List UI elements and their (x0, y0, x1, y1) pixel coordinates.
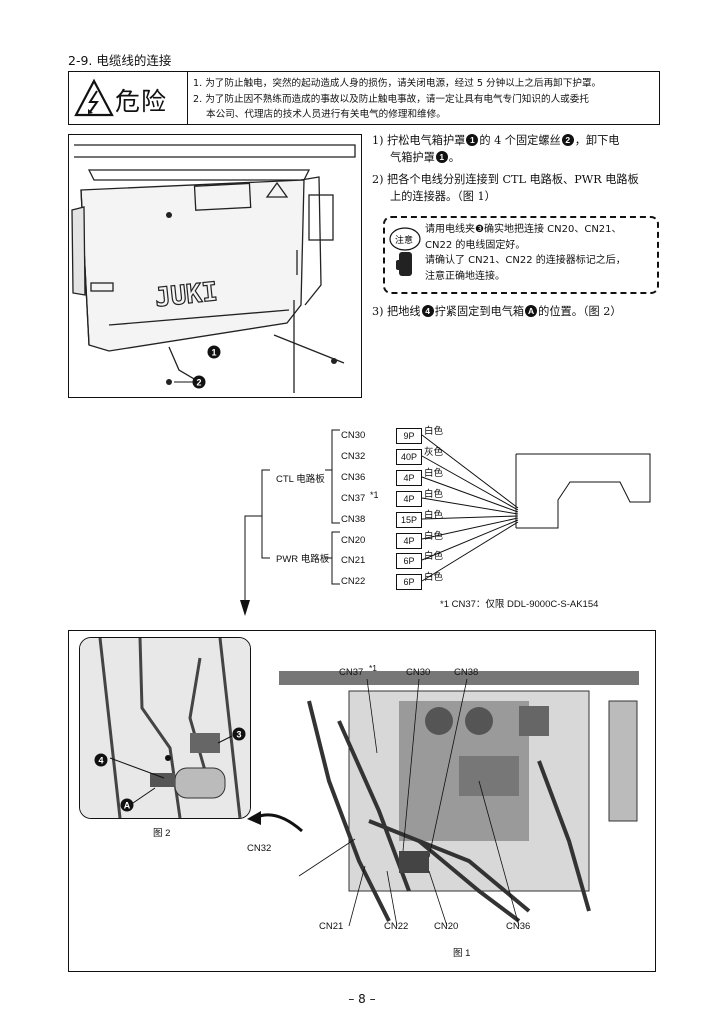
step-2: 2) 把各个电线分别连接到 CTL 电路板、PWR 电路板 上的连接器。（图 1… (372, 172, 672, 205)
connector-name: CN32 (341, 451, 366, 462)
photo-figure: 4 3 A 图 2 (68, 630, 656, 972)
caution-line: CN22 的电线固定好。 (425, 239, 526, 251)
step-text: 拧紧固定到电气箱 (434, 305, 525, 318)
connector-pins: 6P (396, 574, 422, 590)
figure-2-inset: 4 3 A (79, 637, 251, 819)
electrical-box-drawing: JUKI 1 2 (71, 144, 356, 393)
step-text: 3) 把地线 (372, 305, 421, 318)
label-cn37-star: *1 (369, 663, 378, 673)
wire-color: 白色 (424, 468, 444, 479)
pwr-board-label: PWR 电路板 (276, 554, 330, 565)
ctl-board-label: CTL 电路板 (276, 474, 325, 485)
marker-1: 1 (211, 348, 216, 358)
step-text: 。 (448, 150, 460, 164)
wire-color: 白色 (424, 572, 444, 583)
caution-hand-icon: 注意 (389, 227, 421, 276)
curved-arrow-icon (247, 811, 303, 833)
danger-line: 本公司、代理店的技术人员进行有关电气的修理和维修。 (206, 109, 446, 120)
electrical-box-figure: JUKI 1 2 (68, 134, 362, 398)
connector-pins: 9P (396, 428, 422, 444)
figure-2-caption: 图 2 (153, 828, 171, 839)
wire-color: 灰色 (424, 447, 444, 458)
figure-1-photo: CN37 *1 CN30 CN38 (269, 661, 649, 931)
connector-name: CN21 (341, 555, 366, 566)
label-cn36: CN36 (506, 921, 531, 932)
label-cn20: CN20 (434, 921, 459, 932)
main-photo (269, 661, 649, 931)
label-cn38: CN38 (454, 667, 479, 678)
step-text: ，卸下电 (574, 134, 620, 147)
connector-name: CN38 (341, 514, 366, 525)
caution-line: 注意正确地连接。 (425, 270, 505, 282)
connector-pins: 4P (396, 470, 422, 486)
connector-name: CN30 (341, 430, 366, 441)
marker-4: 4 (98, 756, 103, 766)
caution-text: 请用电线夹❸确实地把连接 CN20、CN21、 CN22 的电线固定好。 请确认… (425, 222, 626, 284)
connector-name: CN36 (341, 472, 366, 483)
step-text: 气箱护罩 (390, 150, 435, 164)
number-badge: 2 (561, 134, 574, 146)
connector-pins: 40P (396, 449, 422, 465)
number-badge: 4 (421, 305, 434, 317)
connector-pins: 4P (396, 533, 422, 549)
step-text: 2) 把各个电线分别连接到 CTL 电路板、PWR 电路板 (372, 173, 639, 186)
step-text: 上的连接器。（图 1） (390, 189, 496, 203)
label-cn30: CN30 (406, 667, 431, 678)
label-cn32: CN32 (247, 843, 272, 854)
number-badge: 1 (435, 150, 448, 163)
danger-word: 危险 (115, 87, 168, 116)
label-cn21: CN21 (319, 921, 344, 932)
wire-color: 白色 (424, 531, 444, 542)
number-badge: 1 (466, 134, 479, 146)
wire-color: 白色 (424, 551, 444, 562)
danger-line: 2. 为了防止因不熟练而造成的事故以及防止触电事故，请一定让具有电气专门知识的人… (193, 93, 589, 105)
caution-line: 请用电线夹❸确实地把连接 CN20、CN21、 (425, 224, 622, 235)
connector-pins: 4P (396, 491, 422, 507)
marker-a: A (124, 801, 131, 811)
connector-name: CN22 (341, 576, 366, 587)
cn37-note-mark: *1 (370, 490, 379, 500)
connector-name: CN37 (341, 493, 366, 504)
step-text: 的 4 个固定螺丝 (479, 134, 561, 147)
juki-logo: JUKI (154, 277, 219, 313)
marker-3: 3 (236, 730, 241, 740)
step-text: 1) 拧松电气箱护罩 (372, 134, 466, 147)
danger-badge: 危险 (69, 72, 188, 124)
wire-color: 白色 (424, 426, 444, 437)
marker-2: 2 (196, 378, 201, 388)
number-badge: A (525, 305, 538, 317)
section-title: 2-9. 电缆线的连接 (68, 53, 172, 68)
caution-icon-label: 注意 (395, 234, 413, 246)
figure-1-caption: 图 1 (453, 948, 471, 959)
page-number: – 8 – (348, 992, 376, 1006)
inset-photo: 4 3 A (80, 638, 250, 818)
step-text: 的位置。（图 2） (538, 305, 622, 318)
label-cn37: CN37 (339, 667, 364, 678)
caution-line: 请确认了 CN21、CN22 的连接器标记之后， (425, 255, 626, 266)
footnote: *1 CN37：仅限 DDL-9000C-S-AK154 (440, 599, 599, 610)
connector-name: CN20 (341, 535, 366, 546)
caution-box: 注意 请用电线夹❸确实地把连接 CN20、CN21、 CN22 的电线固定好。 … (383, 216, 659, 294)
wiring-lines (240, 429, 651, 616)
label-cn22: CN22 (384, 921, 409, 932)
connector-pins: 6P (396, 553, 422, 569)
connector-pins: 15P (396, 512, 422, 528)
danger-line: 1. 为了防止触电，突然的起动造成人身的损伤，请关闭电源，经过 5 分钟以上之后… (193, 78, 602, 89)
wire-color: 白色 (424, 510, 444, 521)
danger-box: 危险 1. 为了防止触电，突然的起动造成人身的损伤，请关闭电源，经过 5 分钟以… (68, 71, 660, 125)
warning-triangle-icon (74, 78, 114, 117)
danger-text: 1. 为了防止触电，突然的起动造成人身的损伤，请关闭电源，经过 5 分钟以上之后… (193, 76, 655, 123)
wire-color: 白色 (424, 489, 444, 500)
